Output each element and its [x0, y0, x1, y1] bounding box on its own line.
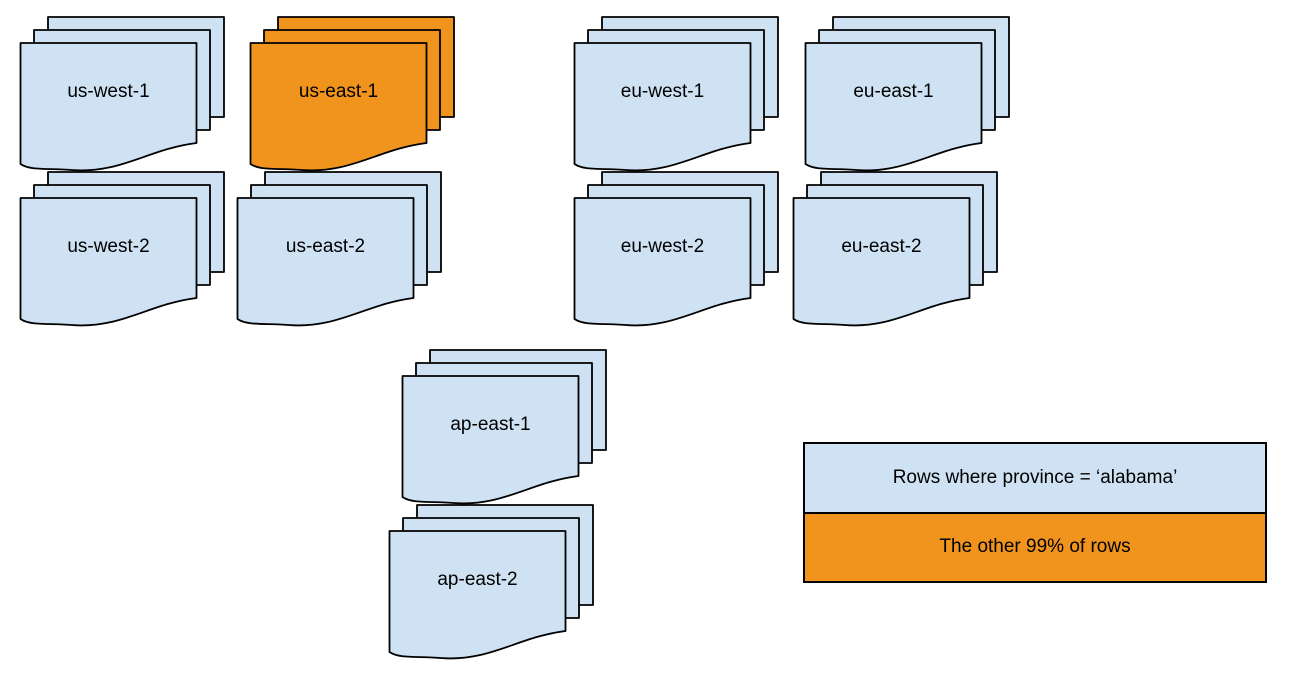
multi-document-icon	[573, 16, 779, 172]
region-stack-ap-east-2: ap-east-2	[388, 504, 594, 660]
multi-document-icon	[236, 171, 442, 327]
region-stack-us-east-1: us-east-1	[249, 16, 455, 172]
legend: Rows where province = ‘alabama’ The othe…	[803, 442, 1267, 583]
region-stack-us-east-2: us-east-2	[236, 171, 442, 327]
region-stack-us-west-2: us-west-2	[19, 171, 225, 327]
region-stack-eu-east-2: eu-east-2	[792, 171, 998, 327]
region-label: us-east-1	[298, 81, 379, 102]
region-label: us-east-2	[285, 236, 366, 257]
region-stack-eu-west-2: eu-west-2	[573, 171, 779, 327]
region-stack-us-west-1: us-west-1	[19, 16, 225, 172]
multi-document-icon	[401, 349, 607, 505]
multi-document-icon	[388, 504, 594, 660]
region-stack-eu-west-1: eu-west-1	[573, 16, 779, 172]
legend-item-label: Rows where province = ‘alabama’	[892, 466, 1178, 488]
legend-item-other-rows: The other 99% of rows	[805, 513, 1265, 581]
multi-document-icon	[573, 171, 779, 327]
region-label: us-west-2	[67, 236, 150, 257]
region-stack-ap-east-1: ap-east-1	[401, 349, 607, 505]
region-label: eu-east-1	[853, 81, 934, 102]
multi-document-icon	[804, 16, 1010, 172]
legend-item-label: The other 99% of rows	[939, 536, 1131, 558]
region-label: eu-east-2	[841, 236, 922, 257]
legend-item-alabama-rows: Rows where province = ‘alabama’	[805, 444, 1265, 514]
multi-document-icon	[249, 16, 455, 172]
region-label: ap-east-1	[450, 414, 531, 435]
multi-document-icon	[792, 171, 998, 327]
region-label: eu-west-2	[620, 236, 705, 257]
region-label: us-west-1	[67, 81, 150, 102]
multi-document-icon	[19, 171, 225, 327]
multi-document-icon	[19, 16, 225, 172]
region-stack-eu-east-1: eu-east-1	[804, 16, 1010, 172]
region-label: eu-west-1	[620, 81, 705, 102]
region-label: ap-east-2	[437, 569, 518, 590]
